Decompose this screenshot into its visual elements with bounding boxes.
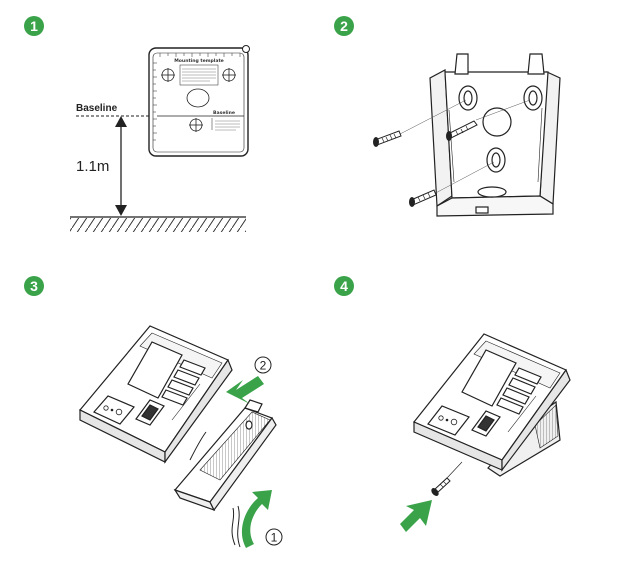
step-2-number: 2 — [340, 18, 348, 34]
mounting-template: Mounting template — [148, 45, 250, 157]
screw-1 — [373, 130, 402, 147]
arrow-step-a — [226, 376, 264, 404]
step-1-badge — [24, 16, 44, 36]
order-marker-a — [254, 356, 272, 374]
step-4-badge — [334, 276, 354, 296]
bottom-screw — [431, 461, 463, 496]
screw-3 — [409, 189, 437, 207]
step-4-number: 4 — [340, 278, 348, 294]
order-marker-b — [265, 528, 283, 546]
step-1-number: 1 — [30, 18, 38, 34]
screw-mark-top-right — [222, 68, 236, 82]
cables — [189, 431, 241, 548]
height-label: 1.1m — [76, 158, 109, 175]
back-plate-angled — [173, 399, 277, 512]
step-3-panel: 3 — [24, 276, 283, 548]
order-marker-b-number: 1 — [271, 531, 278, 545]
screw-mark-bottom — [189, 118, 203, 132]
screw-2 — [446, 120, 478, 141]
step-1-panel: 1 Mounting template — [24, 16, 250, 232]
template-baseline-label: Baseline — [213, 110, 235, 116]
template-title: Mounting template — [174, 58, 224, 64]
baseline-label: Baseline — [76, 103, 118, 114]
height-dimension-arrow — [115, 116, 127, 216]
device-mounted — [413, 333, 571, 477]
ground-hatch — [70, 218, 246, 232]
step-4-panel: 4 — [334, 276, 571, 532]
screw-mark-top-left — [161, 68, 175, 82]
step-3-number: 3 — [30, 278, 38, 294]
hanging-hole — [242, 45, 250, 53]
order-marker-a-number: 2 — [260, 359, 267, 373]
step-2-badge — [334, 16, 354, 36]
back-plate — [429, 53, 561, 217]
step-3-badge — [24, 276, 44, 296]
step-2-panel: 2 — [334, 16, 561, 217]
arrow-insert-screw — [400, 500, 432, 532]
device-body — [79, 325, 233, 464]
cable-hole-mark — [186, 88, 210, 108]
arrow-step-b — [241, 490, 272, 548]
